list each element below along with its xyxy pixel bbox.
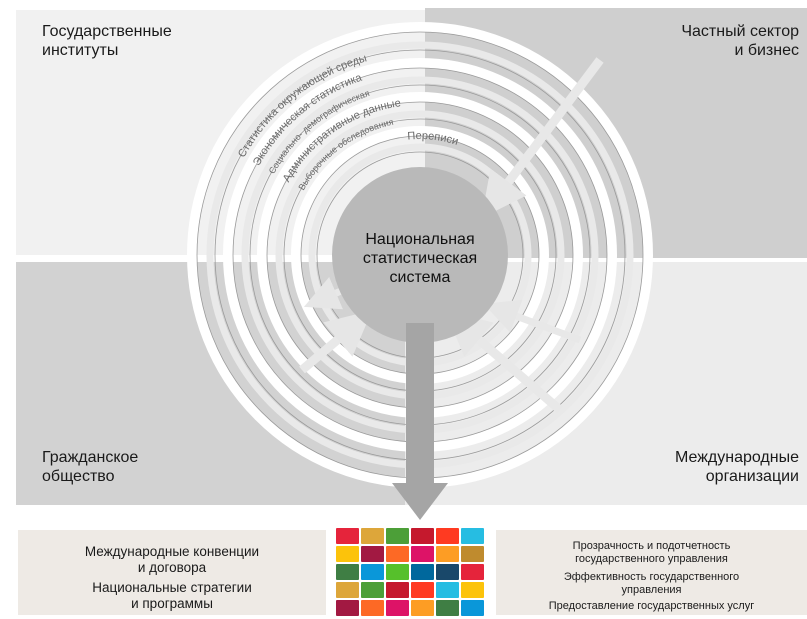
panel-conventions-strategies: Международные конвенции и договора Нацио… [18,530,326,615]
center-circle [332,167,508,343]
sdg-icon [436,528,459,544]
ring-group [187,22,653,488]
sdg-icon [461,528,484,544]
center-label-line3: система [389,269,451,286]
strategies-line2: и программы [131,596,213,611]
conventions-line2: и договора [137,560,207,575]
panel-governance: Прозрачность и подотчетность государстве… [496,530,807,615]
sdg-icon [461,564,484,580]
efficiency-line1: Эффективность государственного [563,571,740,583]
sdg-icon [461,582,484,598]
label-civil-line2: общество [42,468,115,485]
sdg-icon [436,582,459,598]
sdg-icon [361,582,384,598]
label-international-line2: организации [705,468,799,485]
arrow-international-2 [483,299,582,344]
sdg-icon [436,564,459,580]
sdg-icon [336,546,359,562]
arrow-civil-society [299,310,373,374]
center-label-line1: Национальная [365,231,475,248]
sdg-icon [386,546,409,562]
output-arrow-head [392,483,448,520]
arrow-international [445,310,563,414]
sdg-icon [461,546,484,562]
sdg-icon [361,528,384,544]
sdg-icon [361,600,384,616]
efficiency-line2: управления [621,584,682,596]
sdg-icon [361,564,384,580]
sdg-icon [386,600,409,616]
sdg-icon [411,582,434,598]
center-label: Национальная статистическая система [332,230,508,287]
sdg-icon [436,546,459,562]
label-private-line2: и бизнес [734,42,799,59]
conventions-line1: Международные конвенции [84,544,260,559]
services-line: Предоставление государственных услуг [548,600,755,612]
sdg-icon [386,582,409,598]
label-government-line1: Государственные [42,23,172,40]
label-private-line1: Частный сектор [681,23,799,40]
sdg-icon [336,600,359,616]
arrow-group [299,57,604,414]
label-international-line1: Международные [674,449,799,466]
sdg-icon [361,546,384,562]
center-label-line2: статистическая [362,250,478,267]
transparency-line2: государственного управления [575,553,728,565]
sdg-icon [411,528,434,544]
arrow-private-sector [481,57,604,218]
output-arrow-shaft [406,323,434,483]
sdg-icon [386,528,409,544]
sdg-icon [461,600,484,616]
sdg-icon [436,600,459,616]
sdg-icon [411,600,434,616]
sdg-icon [411,546,434,562]
strategies-line1: Национальные стратегии [92,580,252,595]
sdg-icon [386,564,409,580]
sdg-icon [336,564,359,580]
label-government-line2: институты [42,42,119,59]
sdg-icon-grid [336,528,486,618]
transparency-line1: Прозрачность и подотчетность [572,540,731,552]
sdg-icon [411,564,434,580]
sdg-icon [336,528,359,544]
label-civil-line1: Гражданское [42,449,139,466]
sdg-icon [336,582,359,598]
